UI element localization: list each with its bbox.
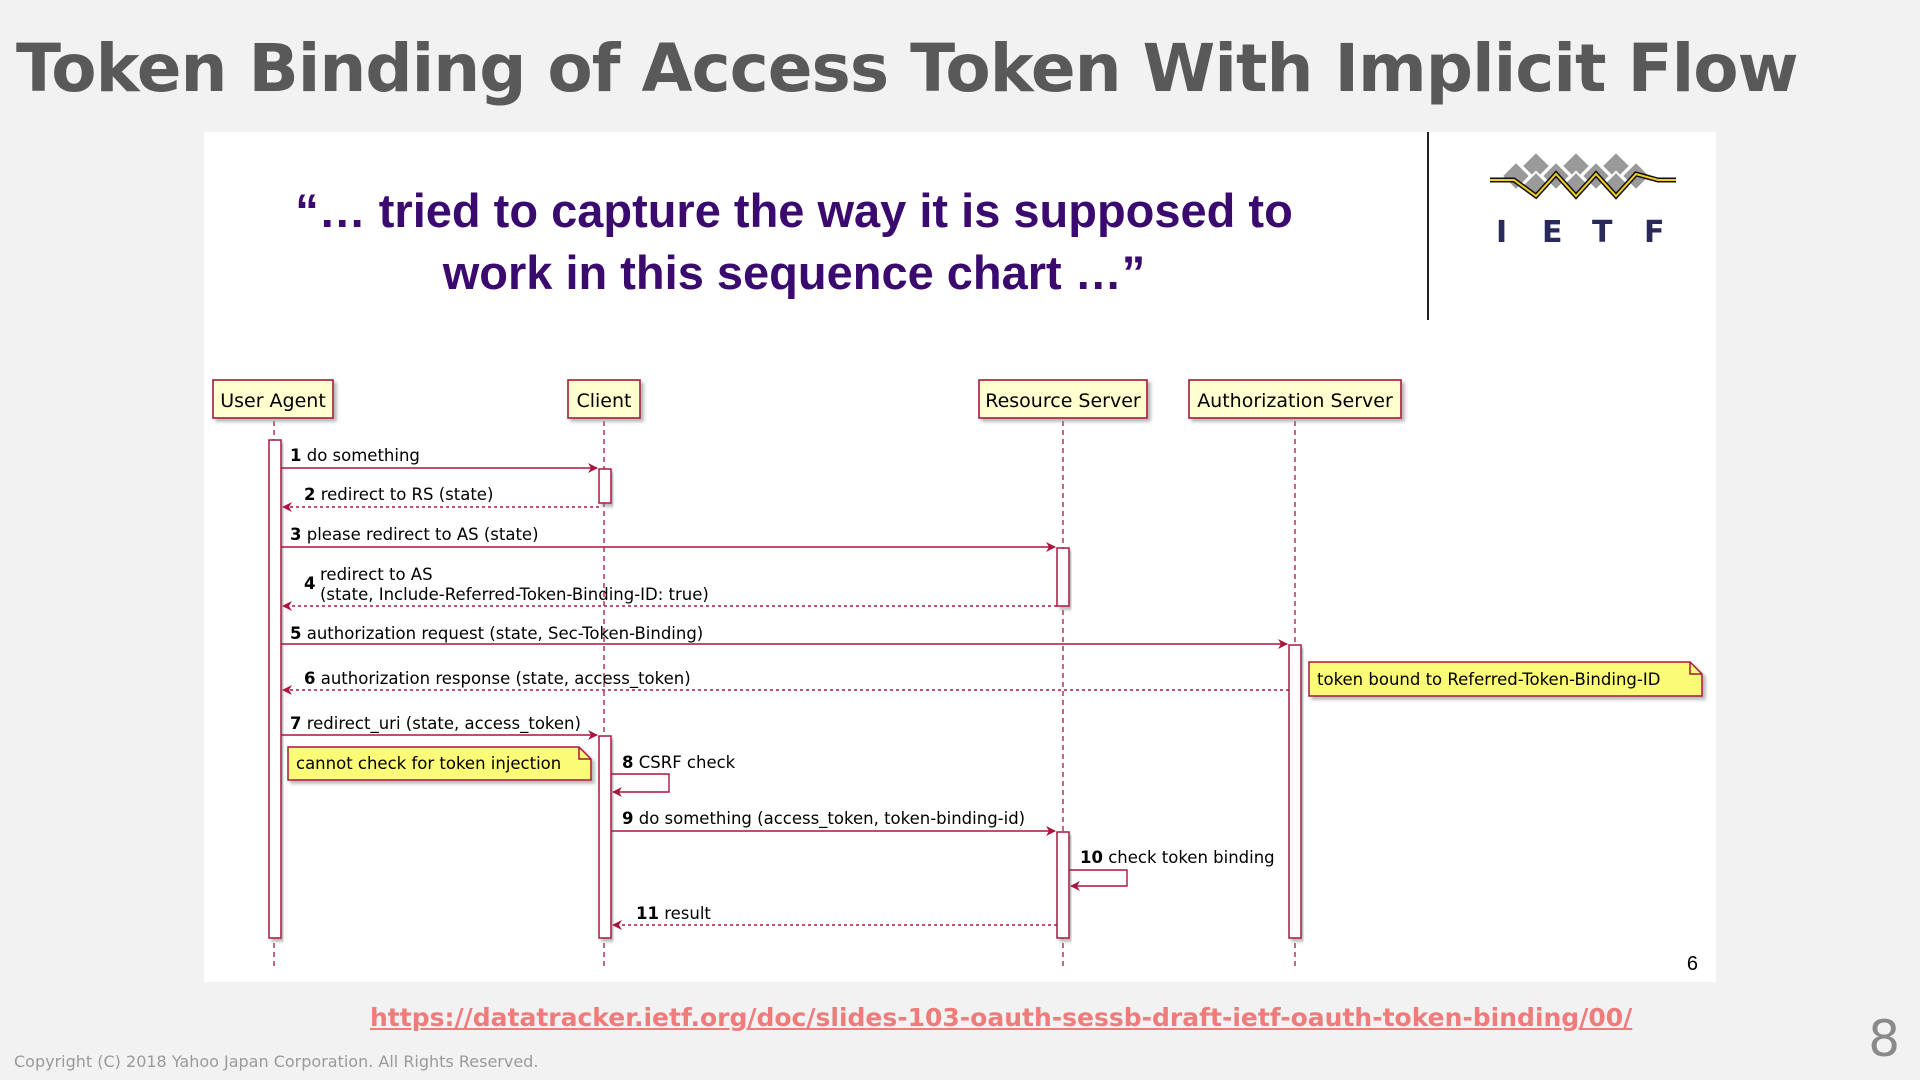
message-label-8: 8 CSRF check [622, 753, 736, 772]
participant-label: Client [576, 390, 631, 412]
participant-resource-server: Resource Server [978, 379, 1148, 419]
source-link[interactable]: https://datatracker.ietf.org/doc/slides-… [370, 1003, 1633, 1032]
ietf-letter-t: T [1592, 215, 1613, 250]
participant-user-agent: User Agent [212, 379, 334, 419]
message-label-7: 7 redirect_uri (state, access_token) [290, 714, 581, 734]
slide-title: Token Binding of Access Token With Impli… [16, 30, 1799, 107]
message-label-11: 11 result [636, 904, 711, 923]
message-num-4: 4 [304, 574, 315, 593]
participant-authorization-server: Authorization Server [1188, 379, 1402, 419]
quote-line-2: work in this sequence chart …” [442, 246, 1146, 299]
copyright-notice: Copyright (C) 2018 Yahoo Japan Corporati… [14, 1052, 539, 1071]
participant-label: Resource Server [985, 390, 1141, 412]
participant-label: Authorization Server [1197, 390, 1393, 412]
activation-authorization-server [1288, 644, 1302, 939]
activation-resource-server-2 [1056, 831, 1070, 939]
ietf-letter-e: E [1542, 215, 1563, 250]
arrow-message-8 [611, 773, 670, 797]
quote-line-1: “… tried to capture the way it is suppos… [295, 184, 1293, 237]
message-label-10: 10 check token binding [1080, 848, 1275, 867]
inner-slide-number: 6 [1686, 953, 1698, 975]
page-number: 8 [1868, 1010, 1900, 1068]
message-label-4-line1: redirect to AS [320, 565, 433, 584]
quote-text: “… tried to capture the way it is suppos… [294, 180, 1294, 304]
ietf-logo: I E T F [1490, 150, 1676, 250]
message-label-9: 9 do something (access_token, token-bind… [622, 809, 1025, 829]
ietf-letter-f: F [1644, 215, 1665, 250]
activation-resource-server-1 [1056, 547, 1070, 607]
ietf-letter-i: I [1496, 215, 1507, 250]
participant-label: User Agent [220, 390, 326, 412]
note-cannot-check: cannot check for token injection [287, 746, 592, 781]
note-token-bound: token bound to Referred-Token-Binding-ID [1308, 661, 1703, 697]
embedded-slide: “… tried to capture the way it is suppos… [204, 132, 1716, 982]
message-label-3: 3 please redirect to AS (state) [290, 525, 539, 544]
message-label-2: 2 redirect to RS (state) [304, 485, 493, 504]
activation-user-agent [268, 439, 282, 939]
message-label-6: 6 authorization response (state, access_… [304, 669, 691, 689]
arrow-message-10 [1069, 869, 1128, 891]
message-label-1: 1 do something [290, 446, 420, 465]
activation-client-2 [598, 735, 612, 939]
note-text: token bound to Referred-Token-Binding-ID [1317, 670, 1660, 689]
participant-client: Client [567, 379, 641, 419]
vertical-divider [1427, 132, 1429, 320]
message-label-5: 5 authorization request (state, Sec-Toke… [290, 624, 703, 643]
message-label-4-line2: (state, Include-Referred-Token-Binding-I… [320, 585, 709, 604]
activation-client-1 [598, 468, 612, 504]
note-text: cannot check for token injection [296, 754, 561, 773]
sequence-diagram: User Agent Client Resource Server Author… [212, 379, 1703, 967]
